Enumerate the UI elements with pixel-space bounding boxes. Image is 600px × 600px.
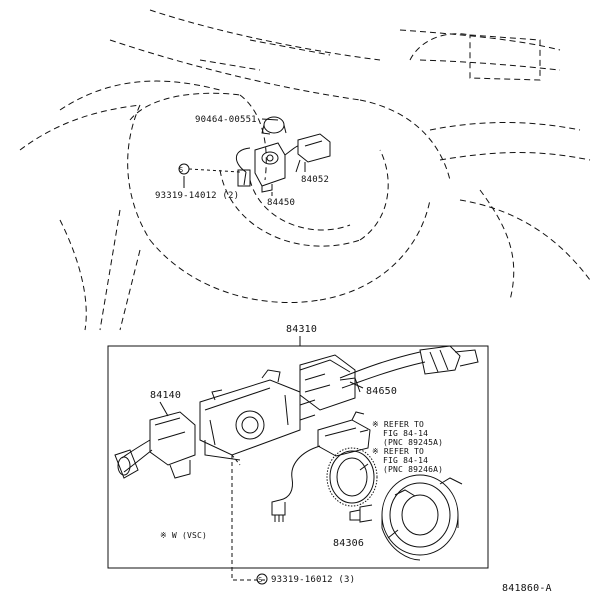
label-84140: 84140 xyxy=(150,390,182,401)
dashboard-outline xyxy=(19,9,591,331)
screw-symbol-bottom-letter: S xyxy=(258,576,263,584)
note-vsc: ※ W (VSC) xyxy=(160,531,208,540)
switch-84450 xyxy=(254,142,286,193)
label-93319-14012: 93319-14012 (2) xyxy=(155,191,240,201)
leaders-lower xyxy=(159,381,399,581)
clamp-90464 xyxy=(261,116,287,135)
turn-switch-84140 xyxy=(114,411,196,479)
sensor-89245a xyxy=(271,411,371,522)
note-refer-1-line-3: (PNC 89245A) xyxy=(383,438,444,447)
wire-harness-upper xyxy=(235,145,299,187)
label-84310: 84310 xyxy=(286,324,318,335)
note-refer-2-line-1: ※ REFER TO xyxy=(372,447,425,456)
note-refer-2-line-2: FIG 84-14 xyxy=(383,456,429,465)
screw-symbol-bottom xyxy=(256,573,268,585)
column-bracket xyxy=(199,369,316,461)
label-84306: 84306 xyxy=(333,538,365,549)
rotor-ring-89246a xyxy=(326,447,378,507)
label-93319-16012: 93319-16012 (3) xyxy=(271,575,356,585)
screw-symbol-top: S xyxy=(179,166,184,174)
note-refer-1-line-1: ※ REFER TO xyxy=(372,420,425,429)
connector-84052 xyxy=(295,133,331,173)
note-refer-1-line-2: FIG 84-14 xyxy=(383,429,429,438)
leaders-upper xyxy=(183,118,306,196)
label-90464-00551: 90464-00551 xyxy=(195,115,257,125)
note-refer-2-line-3: (PNC 89246A) xyxy=(383,465,444,474)
label-84052: 84052 xyxy=(301,175,330,185)
wiper-switch-84650 xyxy=(299,345,479,411)
figure-code: 841860-A xyxy=(502,583,552,594)
assembly-box xyxy=(107,345,489,569)
screw-upper xyxy=(178,163,241,175)
label-84650: 84650 xyxy=(366,386,398,397)
spiral-cable-84306 xyxy=(349,474,463,561)
label-84450: 84450 xyxy=(267,198,296,208)
